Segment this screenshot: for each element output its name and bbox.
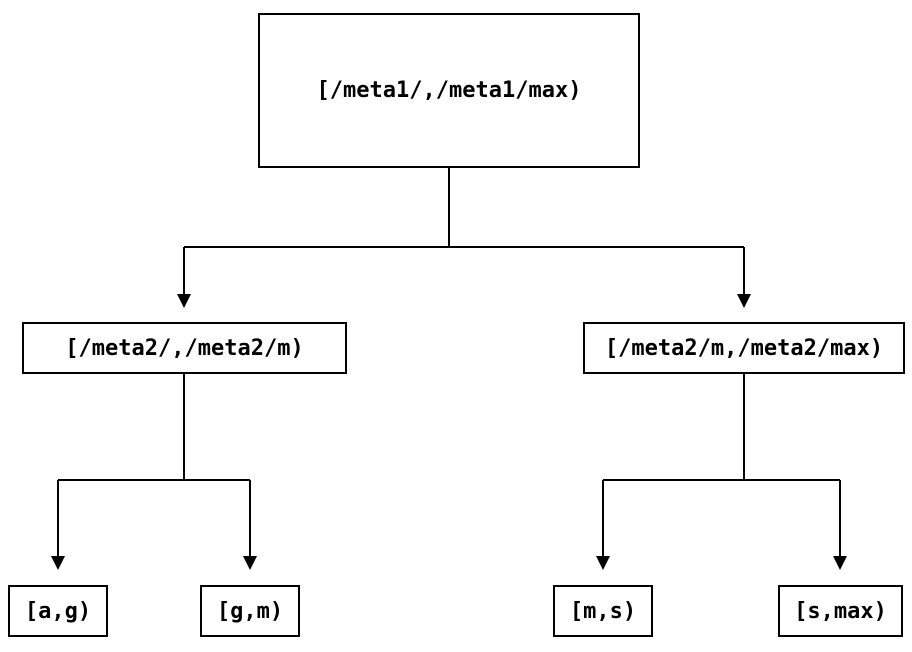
arrowhead-down-icon xyxy=(833,556,847,570)
arrowhead-down-icon xyxy=(596,556,610,570)
node-left-subrange: [/meta2/,/meta2/m) xyxy=(22,322,347,374)
arrowhead-down-icon xyxy=(243,556,257,570)
connector-line xyxy=(183,168,745,294)
node-leaf-gm: [g,m) xyxy=(200,585,300,637)
node-leaf-smax: [s,max) xyxy=(778,585,903,637)
node-leaf-ms: [m,s) xyxy=(553,585,653,637)
node-right-subrange: [/meta2/m,/meta2/max) xyxy=(583,322,905,374)
node-root-range: [/meta1/,/meta1/max) xyxy=(258,13,640,168)
node-leaf-ag: [a,g) xyxy=(8,585,108,637)
arrowhead-down-icon xyxy=(177,294,191,308)
arrowhead-down-icon xyxy=(51,556,65,570)
connector-line xyxy=(602,374,841,556)
arrowhead-down-icon xyxy=(737,294,751,308)
connector-line xyxy=(57,374,251,556)
